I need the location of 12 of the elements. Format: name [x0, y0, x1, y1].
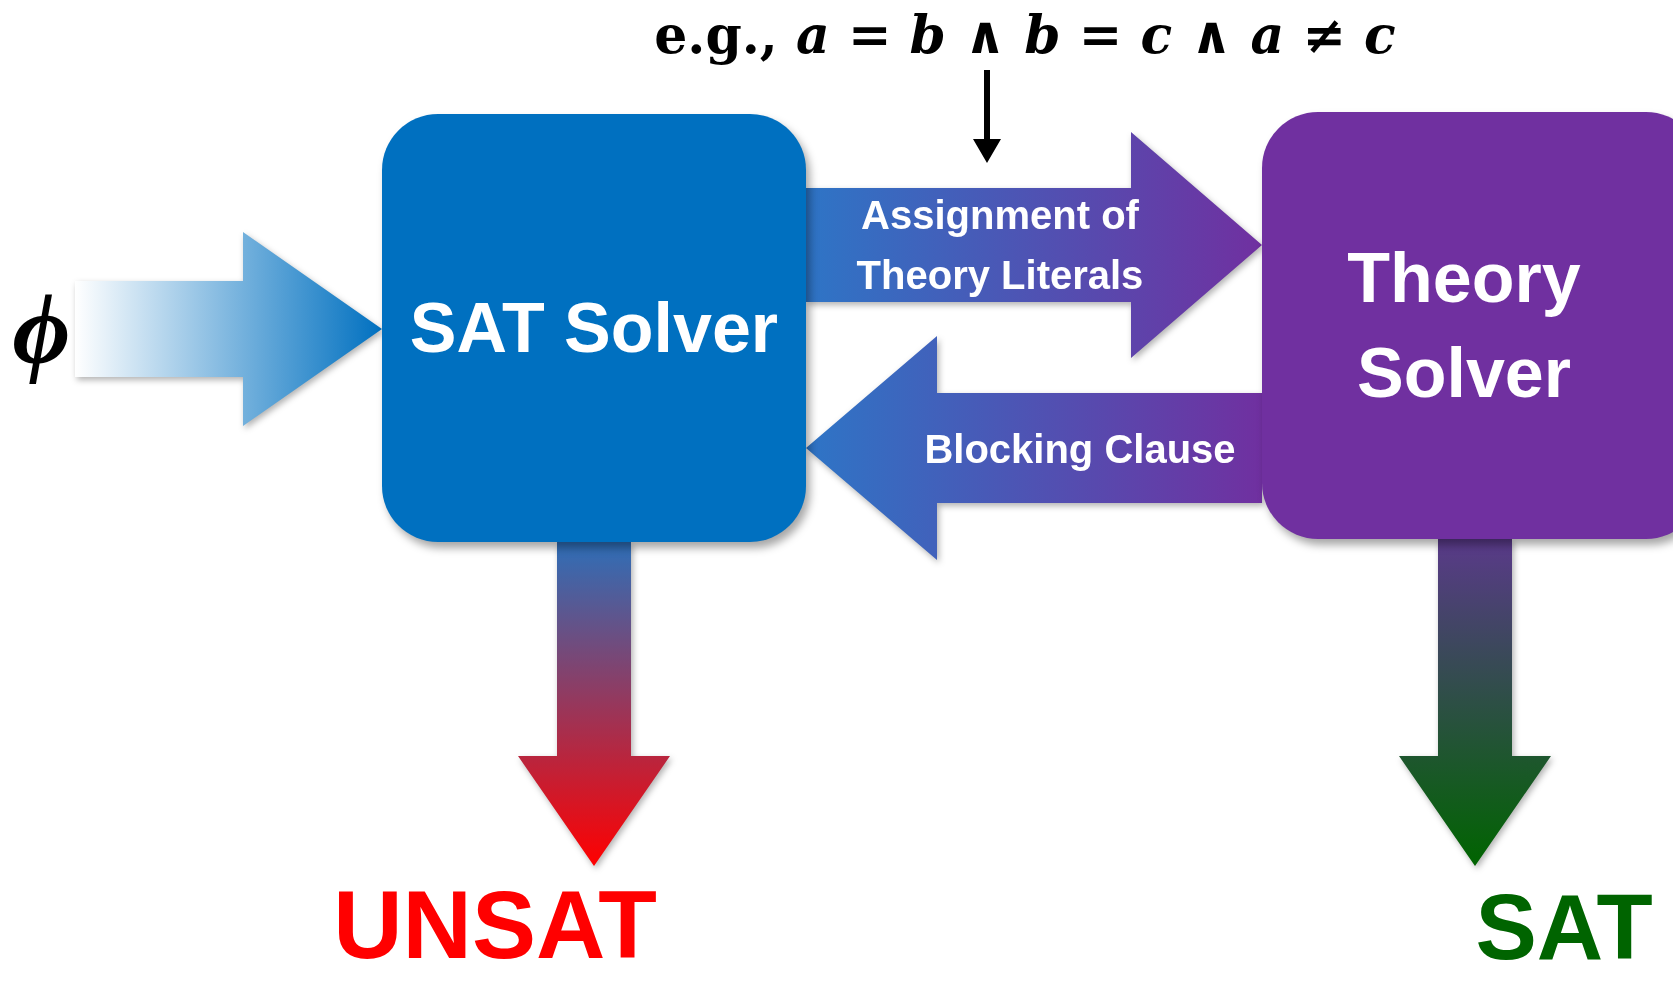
process-box: SAT Solver — [382, 114, 806, 542]
block-arrow — [806, 132, 1262, 358]
edge-label: Blocking Clause — [923, 426, 1237, 473]
result-text: UNSAT — [300, 866, 690, 984]
block-arrow — [518, 542, 670, 866]
block-arrow — [1399, 539, 1551, 866]
block-arrow — [806, 336, 1262, 560]
edge-label: Assignment of Theory Literals — [855, 192, 1145, 299]
formula-text: e.g., a = b ∧ b = c ∧ a ≠ c — [560, 0, 1490, 70]
process-box: Theory Solver — [1262, 112, 1673, 539]
result-text: SAT — [1455, 866, 1673, 988]
leader-arrow — [973, 70, 1001, 163]
